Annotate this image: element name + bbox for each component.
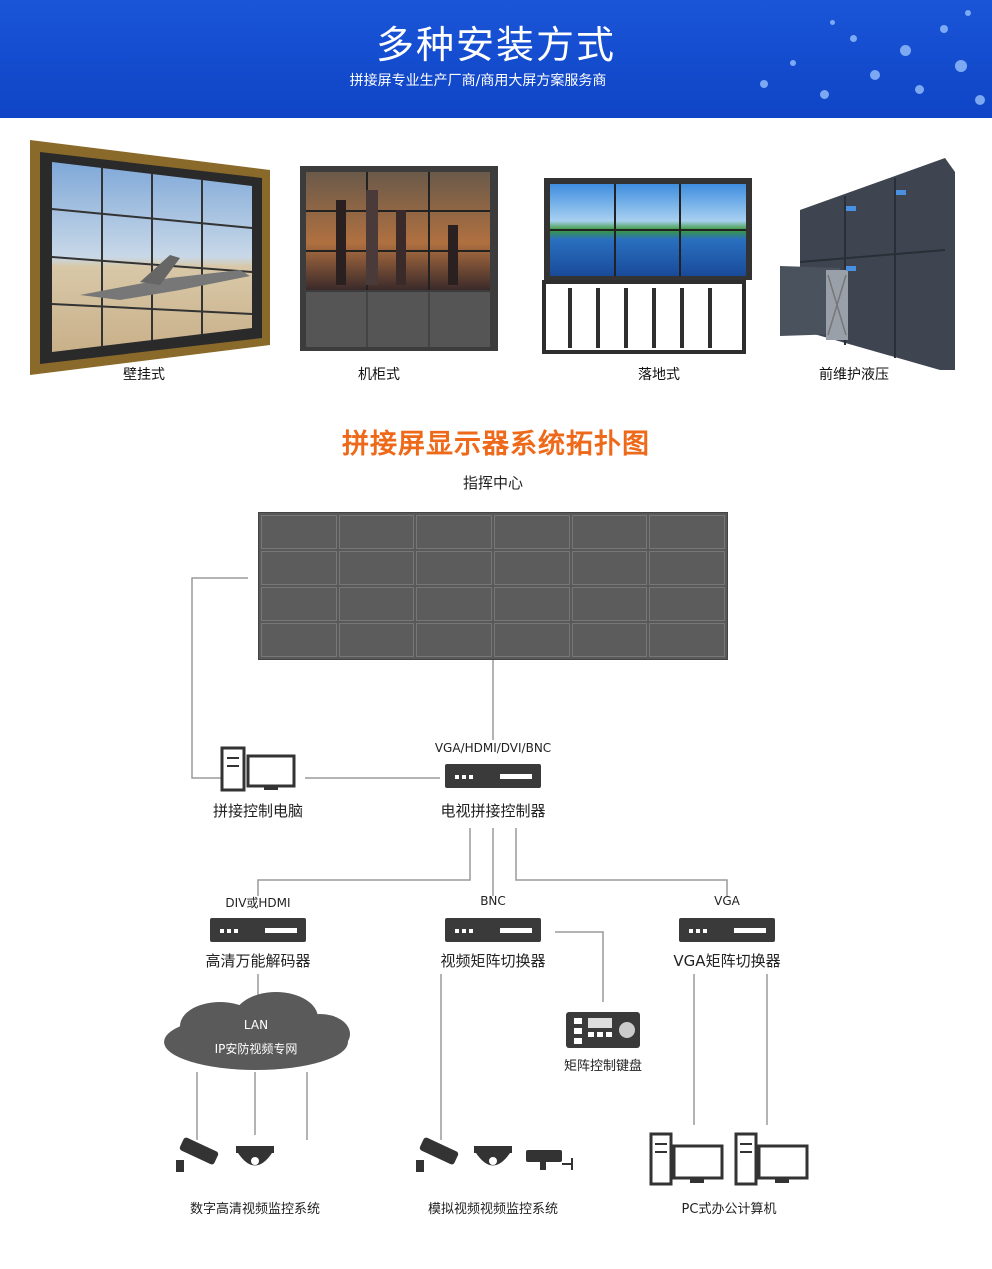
decor-dot (760, 80, 768, 88)
video-matrix-label: 视频矩阵切换器 (440, 952, 546, 970)
interfaces-main-label: VGA/HDMI/DVI/BNC (434, 741, 552, 755)
wall-panel (649, 587, 725, 621)
branch-label-bnc: BNC (480, 894, 506, 908)
office-pc-icon (649, 1132, 724, 1186)
decor-dot (900, 45, 911, 56)
control-pc-label: 拼接控制电脑 (212, 802, 303, 820)
caption-cabinet: 机柜式 (358, 367, 400, 383)
vga-matrix-label: VGA矩阵切换器 (673, 952, 781, 970)
decor-dot (975, 95, 985, 105)
decor-dot (955, 60, 967, 72)
control-pc-icon (220, 746, 296, 792)
wall-panel (571, 623, 648, 657)
decor-dot (915, 85, 924, 94)
wall-panel (338, 551, 415, 585)
wall-panel (493, 623, 570, 657)
caption-wall-mount: 壁挂式 (123, 367, 165, 383)
office-pc-icon (734, 1132, 809, 1186)
caption-floor-stand: 落地式 (638, 367, 680, 383)
front-maintenance-image (780, 158, 955, 370)
header-banner: 多种安装方式 拼接屏专业生产厂商/商用大屏方案服务商 (0, 0, 992, 118)
decor-dot (820, 90, 829, 99)
cabinet-image (300, 166, 498, 351)
analog-system-label: 模拟视频视频监控系统 (427, 1202, 558, 1217)
wall-panel (571, 587, 648, 621)
wall-panel (649, 623, 725, 657)
wall-panel (261, 515, 337, 549)
bullet-camera-icon (416, 1137, 459, 1172)
branch-label-vga: VGA (714, 894, 740, 908)
wall-panel (261, 587, 337, 621)
decoder-device-icon (210, 918, 306, 942)
dome-camera-icon (474, 1146, 512, 1166)
wall-panel (338, 623, 415, 657)
banner-title: 多种安装方式 (375, 23, 616, 67)
network-label: IP安防视频专网 (214, 1042, 298, 1056)
topology-title: 拼接屏显示器系统拓扑图 (342, 429, 650, 460)
bullet-camera-icon (176, 1137, 219, 1172)
wall-panel (416, 623, 492, 657)
wall-panel (416, 587, 492, 621)
banner-subtitle: 拼接屏专业生产厂商/商用大屏方案服务商 (349, 73, 607, 89)
decor-dot (940, 25, 948, 33)
lan-label: LAN (243, 1018, 269, 1032)
wall-panel (571, 551, 648, 585)
keyboard-label: 矩阵控制键盘 (563, 1059, 642, 1074)
wall-panel (338, 515, 415, 549)
branch-label-div-hdmi: DIV或HDMI (225, 896, 291, 910)
digital-system-label: 数字高清视频监控系统 (189, 1202, 320, 1217)
wall-panel (571, 515, 648, 549)
decor-dot (870, 70, 880, 80)
command-center-label: 指挥中心 (462, 474, 523, 492)
wall-panel (649, 551, 725, 585)
wall-panel (493, 587, 570, 621)
wall-panel (338, 587, 415, 621)
decoder-label: 高清万能解码器 (205, 952, 311, 970)
video-wall (258, 512, 728, 660)
caption-front-maintenance: 前维护液压 (819, 367, 889, 383)
wall-panel (261, 551, 337, 585)
installation-gallery (30, 140, 955, 375)
matrix-keyboard-icon (566, 1012, 640, 1048)
decor-dot (830, 20, 835, 25)
pc-office-label: PC式办公计算机 (681, 1202, 777, 1217)
box-camera-icon (526, 1150, 573, 1170)
decor-dot (965, 10, 971, 16)
wall-panel (493, 551, 570, 585)
wall-mount-image (30, 140, 270, 375)
floor-stand-image (542, 178, 752, 354)
decor-dot (790, 60, 796, 66)
tv-controller-device-icon (445, 764, 541, 788)
wall-panel (649, 515, 725, 549)
decor-dot (850, 35, 857, 42)
wall-panel (493, 515, 570, 549)
wall-panel (416, 515, 492, 549)
vga-matrix-device-icon (679, 918, 775, 942)
wall-panel (416, 551, 492, 585)
dome-camera-icon (236, 1146, 274, 1166)
wall-panel (261, 623, 337, 657)
tv-controller-label: 电视拼接控制器 (440, 802, 546, 820)
video-matrix-device-icon (445, 918, 541, 942)
